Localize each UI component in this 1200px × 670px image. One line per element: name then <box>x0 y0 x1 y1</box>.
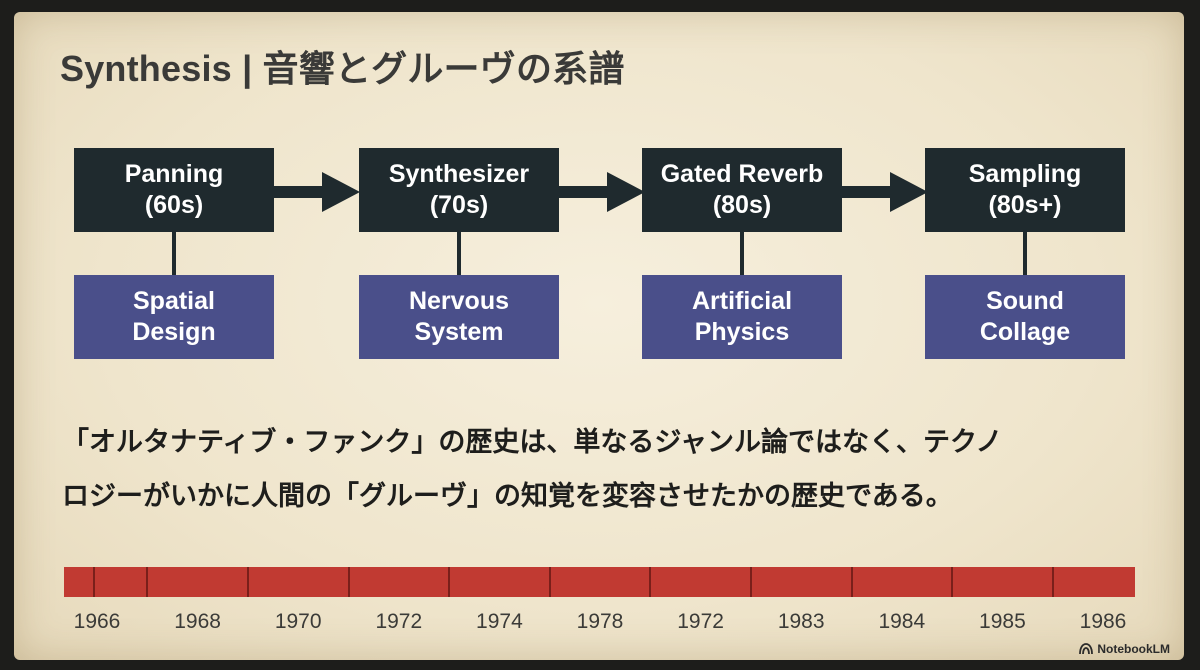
concept-sound-collage-box: Sound Collage <box>925 275 1125 359</box>
concept-artificial-physics-box: Artificial Physics <box>642 275 842 359</box>
concept-label: Collage <box>979 318 1071 346</box>
stage-label: Gated Reverb <box>660 159 824 188</box>
timeline-year-label: 1966 <box>73 610 121 633</box>
slide-title: Synthesis | 音響とグルーヴの系譜 <box>60 48 625 89</box>
quote-line: 「オルタナティブ・ファンク」の歴史は、単なるジャンル論ではなく、テクノ <box>62 427 1003 458</box>
timeline-year-label: 1986 <box>1079 610 1127 633</box>
stage-label: Synthesizer <box>388 159 530 188</box>
stage-panning-box: Panning (60s) <box>74 148 274 232</box>
stage-gated-reverb-box: Gated Reverb (80s) <box>642 148 842 232</box>
timeline-tick <box>850 567 853 597</box>
timeline-tick <box>448 567 451 597</box>
timeline-tick <box>347 567 350 597</box>
right-arrow-icon <box>842 172 928 212</box>
stage-era: (60s) <box>144 191 204 219</box>
timeline-tick <box>246 567 249 597</box>
notebooklm-logo-icon <box>1079 643 1094 655</box>
quote-line: ロジーがいかに人間の「グルーヴ」の知覚を変容させたかの歴史である。 <box>62 481 953 512</box>
concept-nervous-system-box: Nervous System <box>359 275 559 359</box>
timeline-year-label: 1968 <box>174 610 221 633</box>
concept-label: System <box>414 318 504 346</box>
thesis-quote: 「オルタナティブ・ファンク」の歴史は、単なるジャンル論ではなく、テクノ ロジーが… <box>62 416 1152 524</box>
stage-connector <box>457 232 461 275</box>
concept-label: Sound <box>986 286 1064 315</box>
stage-era: (80s) <box>712 191 772 219</box>
stage-era: (70s) <box>429 191 489 219</box>
timeline-bar <box>64 567 1135 597</box>
stage-synthesizer-box: Synthesizer (70s) <box>359 148 559 232</box>
timeline-year-label: 1972 <box>677 610 724 633</box>
brand-label: NotebookLM <box>1097 642 1170 656</box>
concept-label: Nervous <box>408 286 510 315</box>
slide-paper: Synthesis | 音響とグルーヴの系譜 Panning (60s) Spa… <box>14 12 1184 660</box>
timeline-year-label: 1972 <box>375 610 423 633</box>
timeline-tick <box>1051 567 1054 597</box>
concept-label: Physics <box>694 318 790 346</box>
timeline-year-label: 1984 <box>878 610 926 633</box>
stage-era: (80s+) <box>988 191 1062 219</box>
stage-connector <box>172 232 176 275</box>
timeline-year-label: 1978 <box>576 610 624 633</box>
timeline-year-label: 1983 <box>777 610 825 633</box>
brand-watermark: NotebookLM <box>1079 642 1170 656</box>
timeline-tick <box>749 567 752 597</box>
right-arrow-icon <box>274 172 360 212</box>
stage-label: Sampling <box>968 159 1082 188</box>
timeline-year-label: 1985 <box>979 610 1026 633</box>
stage-connector <box>1023 232 1027 275</box>
timeline-year-label: 1974 <box>476 610 523 633</box>
right-arrow-icon <box>559 172 645 212</box>
concept-label: Spatial <box>133 286 215 315</box>
concept-label: Design <box>132 318 216 346</box>
stage-connector <box>740 232 744 275</box>
timeline-tick <box>548 567 551 597</box>
timeline-tick <box>649 567 652 597</box>
stage-label: Panning <box>124 159 224 188</box>
stage-sampling-box: Sampling (80s+) <box>925 148 1125 232</box>
timeline-tick <box>146 567 149 597</box>
timeline-tick <box>93 567 95 597</box>
timeline-tick <box>951 567 954 597</box>
timeline-year-label: 1970 <box>274 610 322 633</box>
concept-spatial-design-box: Spatial Design <box>74 275 274 359</box>
concept-label: Artificial <box>691 286 793 315</box>
